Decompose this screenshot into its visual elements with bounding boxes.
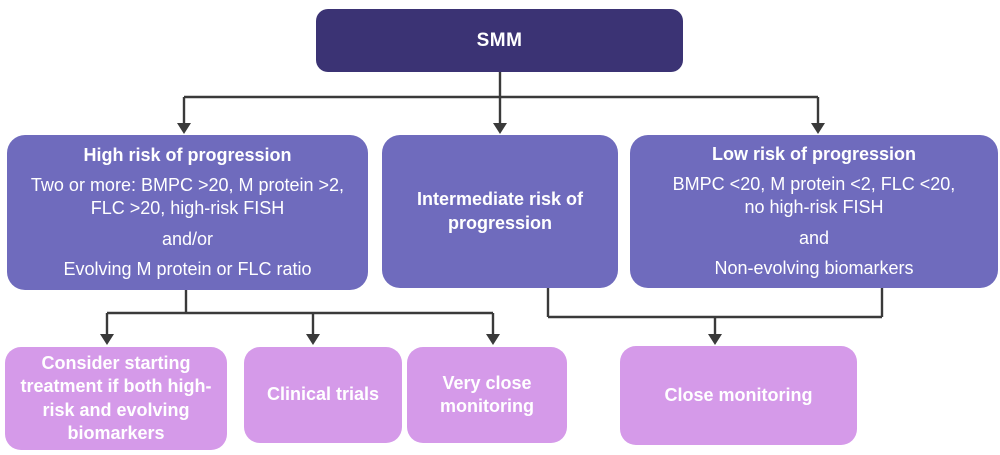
node-smm: SMM [316, 9, 683, 72]
node-consider-treatment: Consider starting treatment if both high… [5, 347, 227, 450]
arrow-head [486, 334, 500, 345]
action-label: Close monitoring [664, 384, 813, 405]
node-high-risk: High risk of progression Two or more: BM… [7, 135, 368, 290]
intermediate-risk-title: Intermediate risk of progression [416, 189, 584, 233]
node-intermediate-risk: Intermediate risk of progression [382, 135, 618, 288]
node-close-monitoring: Close monitoring [620, 346, 857, 445]
node-clinical-trials: Clinical trials [244, 347, 402, 443]
high-risk-operator: and/or [161, 228, 214, 249]
criteria-line: FLC >20, high-risk FISH [90, 198, 285, 219]
low-risk-biomarkers: Non-evolving biomarkers [714, 258, 914, 279]
low-risk-operator: and [798, 227, 830, 248]
node-low-risk: Low risk of progression BMPC <20, M prot… [630, 135, 998, 288]
node-very-close-monitoring: Very close monitoring [407, 347, 567, 443]
action-label: Clinical trials [266, 384, 380, 405]
smm-title: SMM [476, 29, 523, 51]
high-risk-criteria: Two or more: BMPC >20, M protein >2, FLC… [31, 174, 344, 221]
criteria-line: BMPC <20, M protein <2, FLC <20, [672, 173, 956, 194]
smm-branch-connector [177, 70, 825, 134]
action-label: Very close monitoring [440, 372, 534, 416]
criteria-line: no high-risk FISH [744, 197, 884, 218]
criteria-line: Two or more: BMPC >20, M protein >2, [30, 174, 345, 195]
low-risk-title: Low risk of progression [711, 143, 917, 164]
monitoring-merge-connector [546, 286, 884, 345]
high-risk-branch-connector [100, 287, 500, 345]
arrow-head [100, 334, 114, 345]
high-risk-title: High risk of progression [83, 144, 292, 165]
action-label: Consider starting treatment if both high… [20, 353, 212, 443]
arrow-head [811, 123, 825, 134]
arrow-head [306, 334, 320, 345]
arrow-head [493, 123, 507, 134]
low-risk-criteria: BMPC <20, M protein <2, FLC <20, no high… [673, 173, 956, 220]
arrow-head [708, 334, 722, 345]
high-risk-evolving: Evolving M protein or FLC ratio [63, 259, 312, 280]
arrow-head [177, 123, 191, 134]
